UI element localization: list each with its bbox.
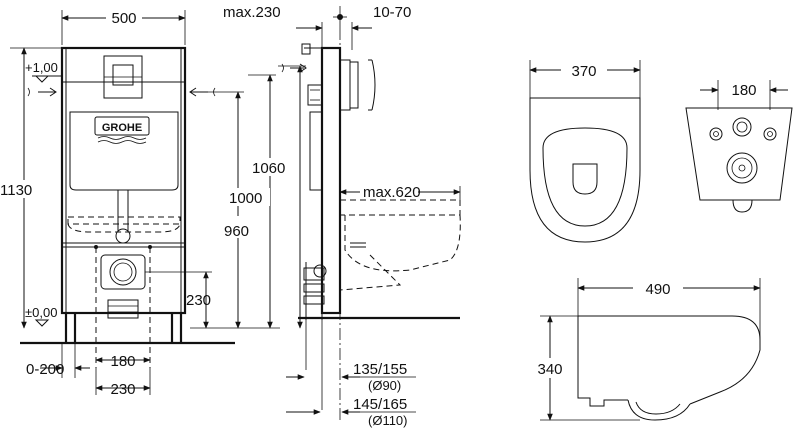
bowl-rear-view: 180 — [685, 80, 793, 213]
outlet-height-label: 230 — [186, 292, 211, 309]
frame-height-label: 1130 — [0, 182, 32, 199]
frame-width-label: 500 — [111, 10, 136, 27]
bowl-side-view: 490 340 — [524, 278, 761, 421]
pipe-110-dim-label: 145/165 — [353, 396, 407, 413]
fix-1000-label: 1000 — [229, 190, 262, 207]
pipe-spacing-label: 180 — [110, 353, 135, 370]
front-view: 500 1130 +1,00 ±0,00 GROHE — [0, 9, 306, 398]
pipe-90-dia-label: (Ø90) — [368, 378, 401, 393]
depth-max-label: max.230 — [223, 4, 281, 21]
pipe-110-dia-label: (Ø110) — [368, 413, 408, 428]
fix-960-label: 960 — [224, 223, 249, 240]
pipe-90-dim-label: 135/155 — [353, 361, 407, 378]
bowl-top-view: 370 — [529, 60, 641, 243]
bowl-length-label: 490 — [645, 281, 670, 298]
bowl-height-label: 340 — [537, 361, 562, 378]
brand-logo: GROHE — [102, 122, 142, 134]
fix-1060-label: 1060 — [252, 160, 285, 177]
bowl-width-label: 370 — [571, 63, 596, 80]
bottom-spacing-label: 230 — [110, 381, 135, 398]
side-view: max.230 10-70 — [223, 4, 461, 428]
projection-max-label: max.620 — [363, 184, 421, 201]
wall-range-label: 10-70 — [373, 4, 411, 21]
level-zero-label: ±0,00 — [25, 305, 57, 320]
offset-range-label: 0-200 — [26, 361, 64, 378]
level-top-label: +1,00 — [25, 60, 58, 75]
rear-spacing-label: 180 — [731, 82, 756, 99]
